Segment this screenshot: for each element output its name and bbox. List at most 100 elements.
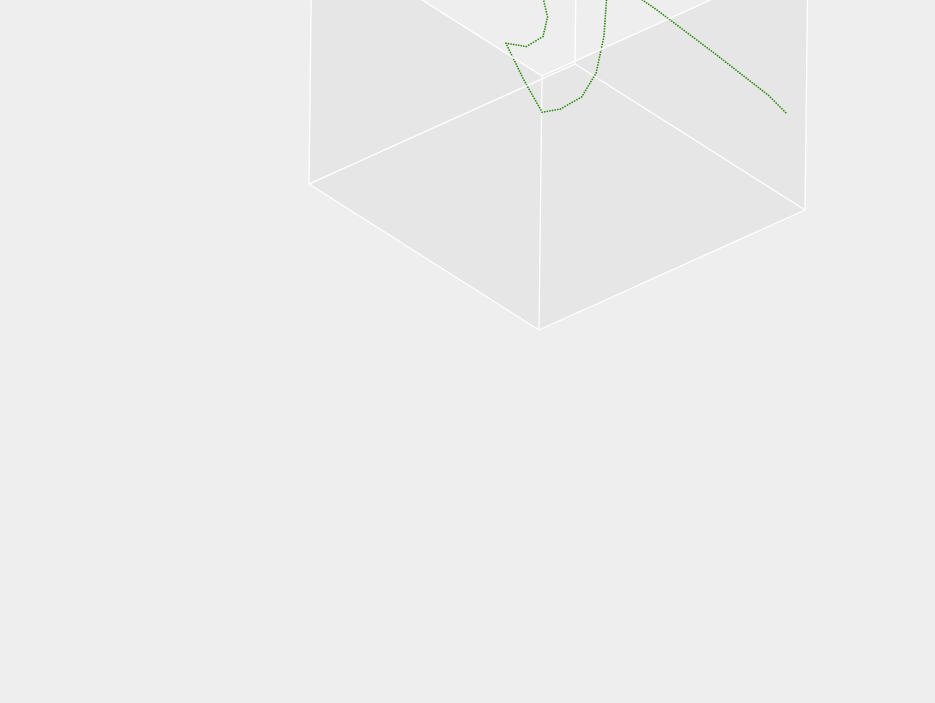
data-point xyxy=(730,65,733,68)
data-point xyxy=(512,43,515,46)
front-edge-5 xyxy=(541,0,713,77)
data-point xyxy=(656,9,659,12)
data-point xyxy=(508,49,511,52)
data-point xyxy=(596,64,599,66)
data-point xyxy=(596,66,599,69)
data-point xyxy=(598,58,600,61)
data-point xyxy=(689,34,692,37)
data-point xyxy=(510,43,512,45)
data-point xyxy=(714,53,717,56)
data-point xyxy=(543,0,545,3)
data-point xyxy=(771,98,774,101)
data-point xyxy=(595,71,598,74)
data-point xyxy=(735,69,737,71)
data-point xyxy=(679,26,681,29)
data-point xyxy=(693,37,696,40)
data-points xyxy=(505,0,787,114)
data-point xyxy=(599,53,601,56)
data-point xyxy=(647,3,650,6)
data-point xyxy=(559,108,562,110)
data-point xyxy=(739,72,741,75)
data-point xyxy=(643,0,646,3)
data-point xyxy=(741,73,743,76)
data-point xyxy=(534,39,537,42)
data-point xyxy=(538,106,541,109)
data-point xyxy=(702,43,704,46)
data-point xyxy=(777,104,780,106)
data-point xyxy=(573,100,576,102)
data-point xyxy=(546,13,548,16)
data-point xyxy=(551,109,554,112)
front-edge-3 xyxy=(804,0,809,211)
data-point xyxy=(582,93,584,96)
data-point xyxy=(525,45,528,48)
data-point xyxy=(533,97,536,100)
data-point xyxy=(514,60,516,63)
data-point xyxy=(584,89,587,92)
data-point xyxy=(544,25,547,28)
data-point xyxy=(556,108,559,111)
data-point xyxy=(706,46,709,49)
data-point xyxy=(604,12,607,15)
data-point xyxy=(603,22,606,25)
data-point xyxy=(780,107,783,110)
data-point xyxy=(526,86,529,89)
data-point xyxy=(529,90,532,93)
data-point xyxy=(543,30,546,33)
data-point xyxy=(728,64,731,67)
data-point xyxy=(527,44,530,47)
data-point xyxy=(660,12,663,15)
data-point xyxy=(605,2,608,4)
data-point xyxy=(576,98,578,101)
data-point xyxy=(586,87,588,90)
data-point xyxy=(543,110,546,113)
data-point xyxy=(510,53,513,56)
data-point xyxy=(566,104,569,106)
data-point xyxy=(662,13,665,16)
data-point xyxy=(534,99,537,102)
data-point xyxy=(695,39,698,41)
data-point xyxy=(532,41,535,44)
data-point xyxy=(601,43,604,46)
data-point xyxy=(506,44,508,47)
data-point xyxy=(779,105,781,108)
data-point xyxy=(554,109,557,111)
data-point xyxy=(546,110,549,113)
data-point xyxy=(545,10,548,13)
data-point xyxy=(753,83,756,86)
data-point xyxy=(784,111,787,114)
data-point xyxy=(672,21,675,24)
data-point xyxy=(522,45,525,48)
data-point xyxy=(591,78,594,81)
data-point xyxy=(601,40,604,43)
data-point xyxy=(595,69,598,72)
data-point xyxy=(580,96,583,98)
data-point xyxy=(732,67,735,70)
data-point xyxy=(544,5,547,8)
data-point xyxy=(528,88,531,91)
data-point xyxy=(530,93,533,95)
data-point xyxy=(604,9,607,12)
data-point xyxy=(769,96,772,99)
data-point xyxy=(515,43,518,46)
data-point xyxy=(593,74,596,76)
data-point xyxy=(539,109,542,111)
data-point xyxy=(520,44,523,47)
data-point xyxy=(759,88,762,90)
data-point xyxy=(691,35,694,38)
data-point xyxy=(681,28,684,30)
data-point xyxy=(763,91,766,94)
data-point xyxy=(773,100,776,103)
data-point xyxy=(536,102,538,105)
data-point xyxy=(509,51,512,54)
data-point xyxy=(604,17,607,20)
front-edge-6 xyxy=(421,0,543,77)
data-point xyxy=(544,8,547,11)
data-point xyxy=(587,85,590,87)
data-point xyxy=(751,81,754,84)
data-point xyxy=(530,42,533,45)
back-wall-pane-y xyxy=(309,0,542,330)
data-point xyxy=(603,33,605,35)
